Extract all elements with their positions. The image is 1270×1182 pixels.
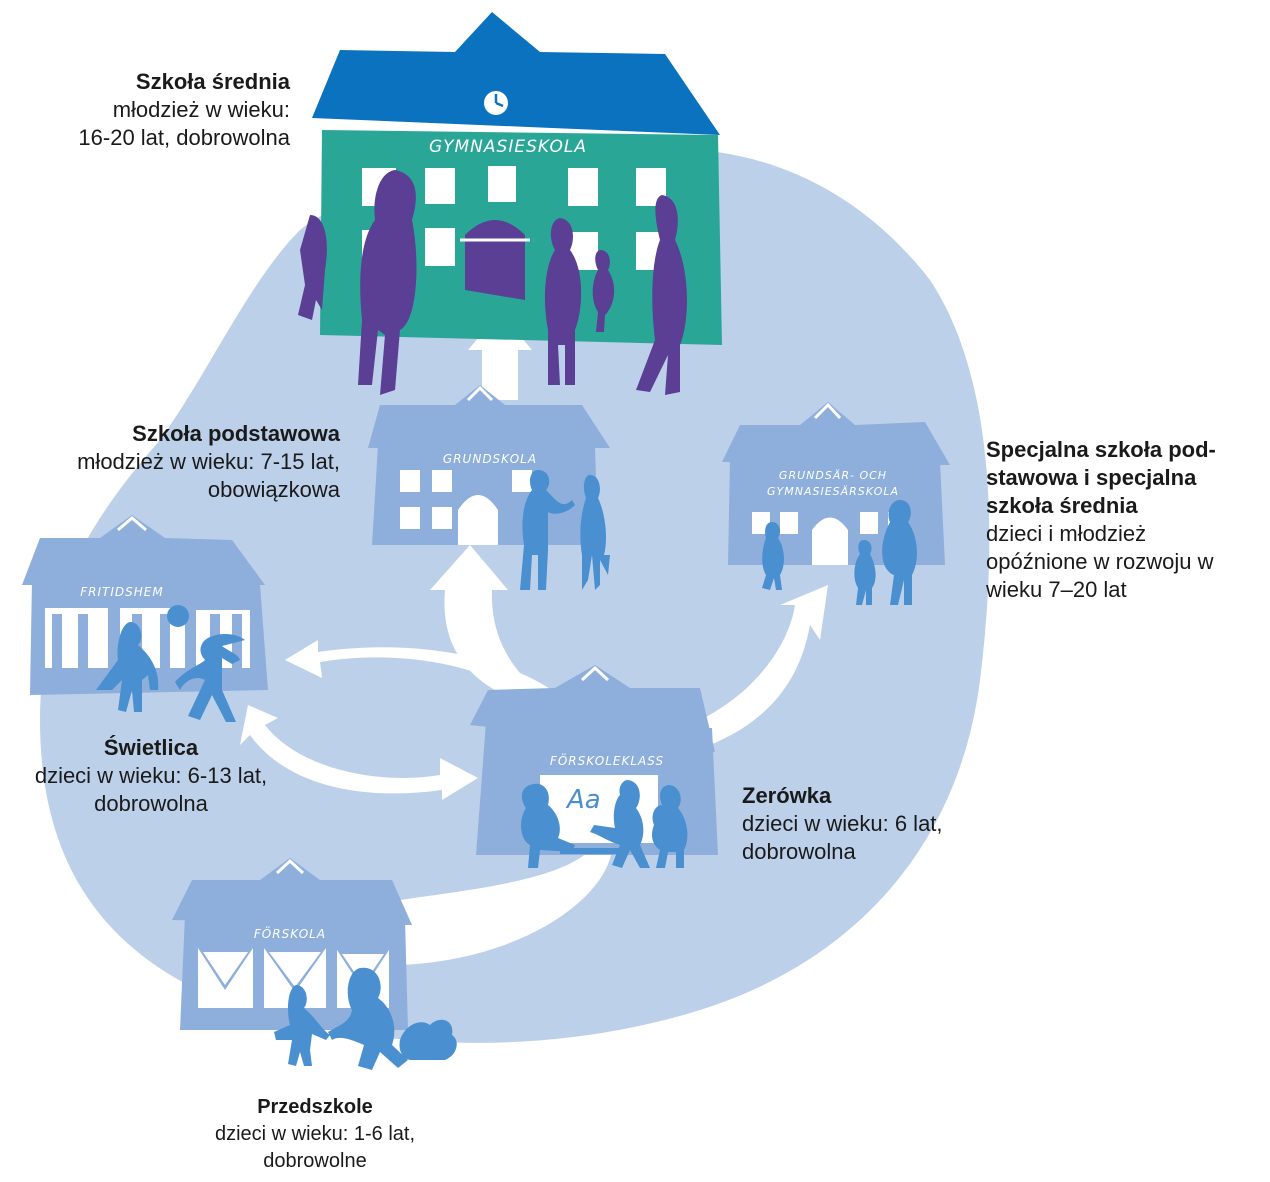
flow-arrows	[240, 312, 828, 965]
label-gymnasieskola-desc-1: młodzież w wieku:	[112, 97, 290, 122]
sarskola-figures	[762, 500, 917, 605]
gymnasieskola-figures	[298, 170, 687, 395]
arrow-forskola-to-forskoleklass	[400, 850, 612, 965]
label-gymnasieskola-title: Szkoła średnia	[135, 69, 290, 94]
gymnasieskola-building: GYMNASIESKOLA	[298, 12, 722, 395]
grundskola-building: GRUNDSKOLA	[368, 385, 610, 590]
label-sarskola-desc-1: dzieci i młodzież	[986, 521, 1147, 546]
gymnasieskola-sign: GYMNASIESKOLA	[429, 137, 587, 157]
label-sarskola-title-1: Specjalna szkoła pod-	[986, 437, 1216, 462]
arrow-forskoleklass-to-grundskola	[430, 545, 560, 710]
gymnasieskola-roof	[312, 12, 720, 135]
fritidshem-sign: FRITIDSHEM	[80, 585, 163, 599]
sarskola-sign-line2: GYMNASIESÄRSKOLA	[767, 485, 899, 498]
label-fritidshem-desc-2: dobrowolna	[94, 791, 208, 816]
label-grundskola-desc-1: młodzież w wieku: 7-15 lat,	[77, 449, 340, 474]
grundskola-sign: GRUNDSKOLA	[443, 452, 537, 466]
label-forskola-title: Przedszkole	[257, 1096, 373, 1118]
label-forskola-desc-2: dobrowolne	[263, 1150, 367, 1172]
whiteboard-text: Aa	[565, 785, 601, 815]
label-grundskola-title: Szkoła podstawowa	[132, 421, 340, 446]
arrow-forskoleklass-to-fritidshem	[285, 640, 552, 705]
arrow-forskoleklass-to-sarskola	[700, 585, 828, 745]
fritidshem-figures	[96, 605, 245, 722]
gymnasieskola-door	[465, 220, 525, 300]
forskoleklass-figures	[521, 780, 688, 868]
forskola-sign: FÖRSKOLA	[254, 925, 326, 941]
label-sarskola: Specjalna szkoła pod- stawowa i specjaln…	[986, 436, 1270, 604]
label-fritidshem-title: Świetlica	[103, 735, 199, 760]
arrow-fritidshem-forskoleklass	[240, 705, 478, 800]
sarskola-building: GRUNDSÄR- OCH GYMNASIESÄRSKOLA	[722, 402, 950, 605]
label-sarskola-title-2: stawowa i specjalna	[986, 465, 1197, 490]
label-grundskola: Szkoła podstawowa młodzież w wieku: 7-15…	[30, 420, 340, 504]
label-forskola-desc-1: dzieci w wieku: 1-6 lat,	[214, 1123, 416, 1145]
label-sarskola-title-3: szkoła średnia	[986, 493, 1138, 518]
label-sarskola-desc-2: opóźnione w rozwoju w	[986, 549, 1214, 574]
fritidshem-building: FRITIDSHEM	[22, 515, 268, 722]
label-forskoleklass-desc-2: dobrowolna	[742, 839, 856, 864]
sarskola-sign-line1: GRUNDSÄR- OCH	[779, 469, 887, 482]
forskoleklass-sign: FÖRSKOLEKLASS	[550, 752, 664, 768]
label-forskoleklass: Zerówka dzieci w wieku: 6 lat, dobrowoln…	[742, 782, 1022, 866]
grundskola-figures	[520, 470, 610, 590]
label-forskoleklass-desc-1: dzieci w wieku: 6 lat,	[742, 811, 943, 836]
label-gymnasieskola: Szkoła średnia młodzież w wieku: 16-20 l…	[40, 68, 290, 152]
forskola-figures	[274, 967, 457, 1070]
label-sarskola-desc-3: wieku 7–20 lat	[986, 577, 1127, 602]
ball-icon	[167, 605, 189, 627]
label-forskoleklass-title: Zerówka	[742, 783, 832, 808]
label-fritidshem: Świetlica dzieci w wieku: 6-13 lat, dobr…	[0, 734, 302, 818]
label-grundskola-desc-2: obowiązkowa	[207, 477, 340, 502]
forskola-building: FÖRSKOLA	[172, 858, 457, 1070]
label-fritidshem-desc-1: dzieci w wieku: 6-13 lat,	[34, 763, 268, 788]
forskoleklass-building: Aa FÖRSKOLEKLASS	[470, 665, 718, 868]
background-blob	[40, 148, 990, 1043]
label-forskola: Przedszkole dzieci w wieku: 1-6 lat, dob…	[150, 1094, 480, 1175]
label-gymnasieskola-desc-2: 16-20 lat, dobrowolna	[78, 125, 290, 150]
